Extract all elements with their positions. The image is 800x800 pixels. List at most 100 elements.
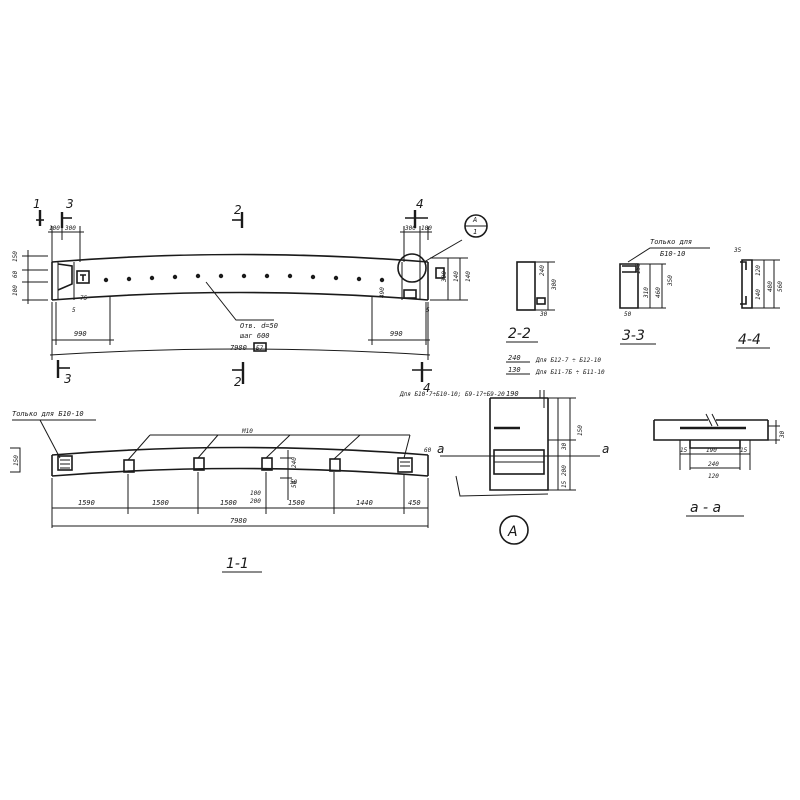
- elevation-end-block-right: [397, 457, 413, 473]
- section-2-tag: [536, 297, 546, 305]
- elevation-1-1: Только для Б10-10 М10 150 240 50 100 200…: [10, 410, 432, 573]
- plan-view: А 1 1 3 2 4 3 2 4 100 300 300 100: [12, 197, 488, 395]
- section-4-4: 35 120 140 480 560 4-4: [733, 247, 784, 349]
- hole: [264, 273, 270, 279]
- hole: [172, 274, 178, 280]
- section-3-dim-4: 350: [667, 275, 674, 287]
- local-dim-1: 240: [291, 457, 298, 468]
- left-notch: [57, 263, 73, 291]
- section-4-dim-5: 560: [777, 281, 784, 292]
- left-top-dim-a: 100: [49, 225, 60, 232]
- detail-circle: [397, 253, 427, 283]
- section-4-label: 4-4: [738, 332, 761, 348]
- section-aa-label: а - а: [690, 500, 721, 516]
- right-side-dims: [430, 257, 468, 301]
- local-dim-lines: [280, 450, 292, 500]
- elevation-end-dim: 150: [13, 455, 20, 466]
- right-support: [401, 262, 421, 300]
- section-3-dims: [638, 263, 666, 309]
- local-dim-5: 50: [290, 479, 298, 486]
- section-2-label: 2-2: [508, 326, 531, 342]
- right-top-dim-a: 300: [404, 225, 416, 232]
- elevation-end-hatch-right: [400, 461, 410, 467]
- section-aa-dim-2: 15: [680, 447, 688, 454]
- elevation-mark: М10: [241, 428, 253, 435]
- right-support-plate: [403, 289, 417, 299]
- left-side-dims: [22, 250, 48, 304]
- detail-a-axis-left: а: [437, 442, 444, 456]
- total-ext-lines: [51, 302, 429, 360]
- detail-a-walls: [489, 398, 549, 491]
- hole: [103, 277, 109, 283]
- local-dim-3: 100: [250, 490, 261, 497]
- section-3-dim-1: 150: [635, 263, 642, 274]
- hole: [218, 273, 224, 279]
- detail-a: 240 130 Для Б12-7 ÷ Б12-10 Для Б11-7Б ÷ …: [399, 354, 609, 545]
- detail-a-top-dim-lines: [506, 361, 530, 375]
- left-side-dim-1: 150: [12, 251, 19, 262]
- elevation-note: Только для Б10-10: [12, 410, 84, 418]
- span-ext-lines: [51, 472, 429, 528]
- section-aa-side-dim-lines: [768, 420, 780, 444]
- section-4-flanges: [740, 261, 747, 305]
- span-5: 1440: [356, 499, 373, 507]
- hole: [333, 275, 339, 281]
- section-4-dim-1: 35: [733, 247, 742, 254]
- span-6: 450: [408, 499, 421, 507]
- detail-a-dim-side-d: 15: [561, 480, 568, 488]
- detail-a-note-line1: Для Б12-7 ÷ Б12-10: [535, 357, 601, 364]
- detail-leader: [423, 239, 463, 263]
- beam-top-edge: [51, 253, 429, 263]
- elevation-note-leader: [39, 419, 61, 459]
- elevation-end-block-left: [57, 455, 73, 471]
- detail-a-dim-side-a: 150: [577, 425, 584, 436]
- section-3-note-line2: Б10-10: [660, 250, 685, 258]
- end-dim-left-lines: [52, 296, 114, 345]
- section-3-dim-2: 310: [643, 287, 650, 299]
- insert: [261, 457, 273, 471]
- section-aa-dim-1: 190: [706, 447, 717, 454]
- cut-label-2: 2: [234, 203, 242, 217]
- detail-a-dim-top-a: 240: [508, 354, 521, 362]
- section-3-leader: [627, 247, 710, 263]
- detail-a-dim-mid: 190: [506, 390, 519, 398]
- detail-a-note-line2: Для Б11-7Б ÷ Б11-10: [535, 369, 605, 376]
- t-block: [76, 270, 90, 284]
- elevation-end-dim-lines: [10, 447, 21, 473]
- total-length-tag-box: [253, 342, 267, 352]
- callout-top: А: [472, 216, 477, 224]
- hole-note-line1: Отв. d=50: [240, 322, 278, 330]
- cut-label-4-bottom: 4: [423, 381, 431, 395]
- total-dim-line: [49, 348, 431, 356]
- small-dim-right2: 490: [379, 287, 386, 298]
- section-aa-dim-6: 30: [779, 430, 786, 439]
- callout-bottom: 1: [473, 228, 477, 236]
- hole: [287, 273, 293, 279]
- span-2: 1500: [152, 499, 169, 507]
- hole-note-leader: [205, 281, 274, 321]
- detail-a-dim-side-c: 200: [561, 465, 568, 476]
- span-3: 1500: [220, 499, 237, 507]
- section-aa-dim-5: 120: [708, 473, 719, 480]
- detail-a-stub: [539, 390, 545, 408]
- left-side-dim-3: 100: [12, 285, 19, 296]
- right-side-dim-2: 140: [453, 271, 460, 282]
- elevation-total: 7980: [230, 517, 247, 525]
- section-aa-foot: [689, 440, 741, 449]
- elevation-end-hatch-left: [60, 459, 70, 469]
- hole: [241, 273, 247, 279]
- insert: [329, 458, 341, 472]
- elevation-ends: [51, 455, 429, 476]
- elevation-top-edge: [51, 446, 429, 456]
- hole: [195, 273, 201, 279]
- section-aa-dim-lines: [679, 440, 751, 470]
- local-dim-4: 200: [250, 498, 261, 505]
- right-tag: [435, 267, 445, 279]
- view-1-1-label: 1-1: [226, 556, 249, 572]
- cut-label-2-bottom: 2: [234, 375, 242, 389]
- span-1: 1590: [78, 499, 95, 507]
- section-aa-break: [705, 413, 719, 427]
- hole-row: [103, 273, 385, 283]
- section-3-dim-5: 50: [624, 311, 632, 318]
